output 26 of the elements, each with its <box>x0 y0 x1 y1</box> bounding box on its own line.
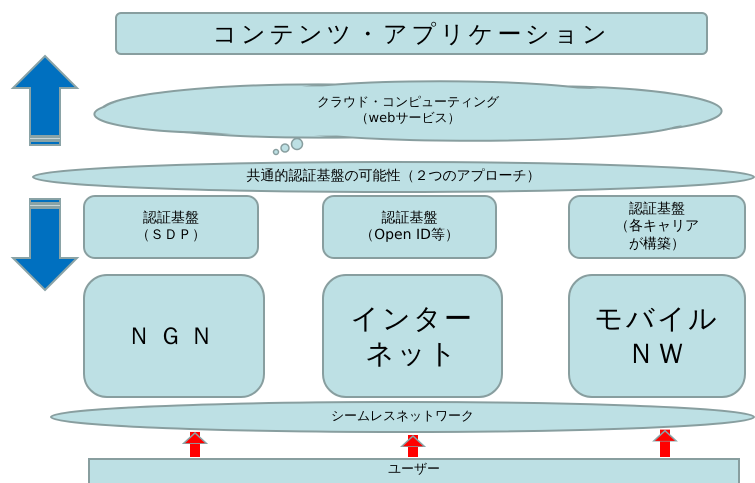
auth-text: 認証基盤 <box>143 210 199 227</box>
cloud-text: クラウド・コンピューティング <box>317 94 499 111</box>
network-label: インターネット <box>350 301 476 371</box>
arrow <box>400 435 426 457</box>
cloud-text: （webサービス） <box>356 111 460 128</box>
band-text: シームレスネットワーク <box>331 408 474 426</box>
auth-text: （Open ID等） <box>360 227 459 244</box>
auth-text: 認証基盤 <box>382 210 438 227</box>
band-text: 共通的認証基盤の可能性（２つのアプローチ） <box>246 168 540 186</box>
user-bar <box>88 458 740 483</box>
user-label: ユーザー <box>388 462 440 478</box>
auth-text: 認証基盤 <box>629 200 685 218</box>
auth-text: （各キャリアが構築） <box>614 218 700 254</box>
title-text: コンテンツ・アプリケーション <box>212 18 611 48</box>
arrow <box>652 430 678 457</box>
arrow <box>182 432 208 457</box>
network-label: モバイルＮＷ <box>594 301 720 371</box>
auth-box <box>322 195 497 259</box>
network-box <box>83 274 265 398</box>
title-box <box>115 12 708 55</box>
auth-box <box>568 195 746 259</box>
network-box <box>322 274 503 398</box>
network-box <box>568 274 746 398</box>
auth-text: （ＳＤＰ） <box>136 227 206 244</box>
auth-box <box>83 195 259 259</box>
network-label: ＮＧＮ <box>127 321 221 351</box>
